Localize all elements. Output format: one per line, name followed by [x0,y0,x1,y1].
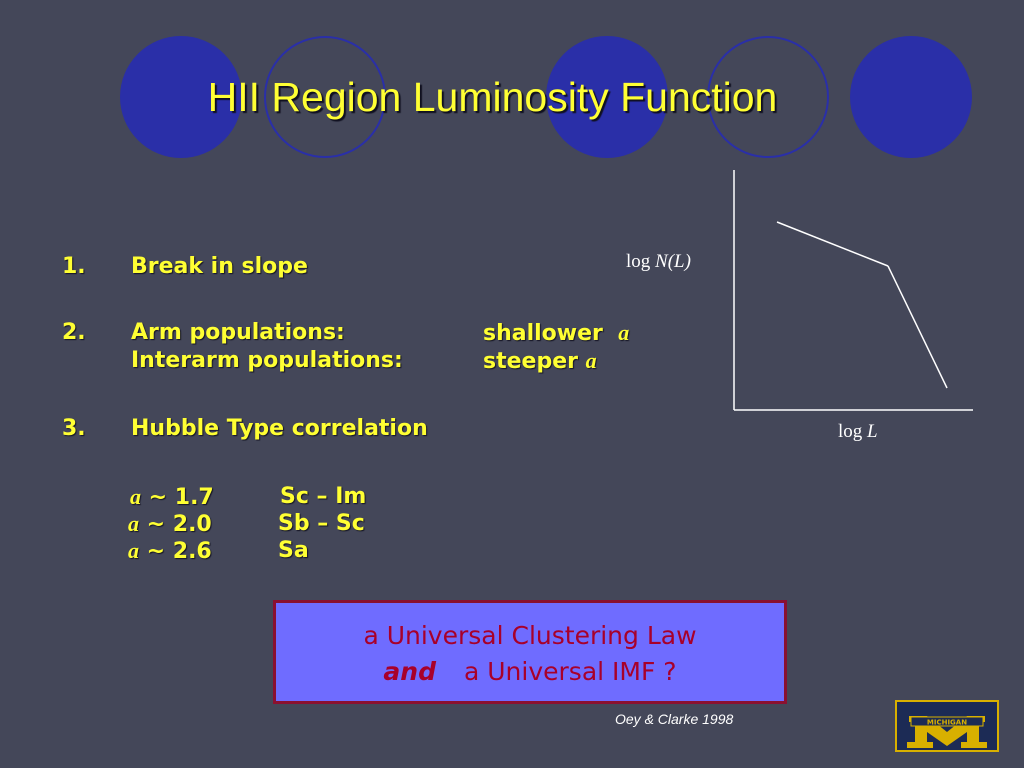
alpha-symbol: a [128,538,139,563]
x-label-log: log [838,421,868,442]
decorative-ring [707,36,829,158]
callout-line-1: a Universal Clustering Law [363,621,697,650]
steep-segment [887,265,948,389]
decorative-circle [850,36,972,158]
decorative-circle [546,36,668,158]
steeper-text: steeper [483,349,578,374]
y-axis-label: log N(L) [626,251,691,273]
callout-line-2-text: a Universal IMF ? [463,657,677,686]
decorative-ring [264,36,386,158]
shallower-text: shallower [483,321,603,346]
arm-populations-value: shallower a [483,320,629,346]
alpha-value: ~ 1.7 [148,485,214,510]
correlation-row: a ~ 2.0 Sb – Sc [128,511,365,537]
alpha-value: ~ 2.0 [146,512,212,537]
correlation-row: a ~ 1.7 Sc – Im [130,484,366,510]
svg-text:MICHIGAN: MICHIGAN [927,719,967,727]
alpha-symbol: a [128,511,139,536]
hubble-type: Sb – Sc [278,511,365,536]
alpha-symbol: a [130,484,141,509]
correlation-row: a ~ 2.6 Sa [128,538,309,564]
decorative-circle [120,36,242,158]
shallow-segment [776,221,889,267]
michigan-logo: MICHIGAN [895,700,999,752]
block-m-icon: MICHIGAN [897,702,997,750]
interarm-populations-label: Interarm populations: [131,348,403,373]
and-word: and [383,657,436,686]
arm-populations-label: Arm populations: [131,320,345,345]
hubble-type: Sc – Im [280,484,367,509]
interarm-populations-value: steeper a [483,348,597,374]
hubble-type: Sa [278,538,309,563]
callout-box: a Universal Clustering Law and a Universa… [273,600,787,704]
alpha-value: ~ 2.6 [146,539,212,564]
y-label-log: log [626,251,656,272]
x-axis-label: log L [838,421,878,443]
citation: Oey & Clarke 1998 [615,711,734,727]
alpha-symbol: a [585,348,597,373]
slide-title: HII Region Luminosity Function [207,74,778,120]
y-label-var: N(L) [655,251,691,272]
item-number: 2. [62,320,86,345]
x-label-var: L [867,421,878,442]
item-number: 1. [62,254,86,279]
alpha-symbol: a [618,320,630,345]
item-text: Break in slope [131,254,308,279]
item-text: Hubble Type correlation [131,416,428,441]
callout-line-2: and a Universal IMF ? [276,657,784,686]
item-number: 3. [62,416,86,441]
